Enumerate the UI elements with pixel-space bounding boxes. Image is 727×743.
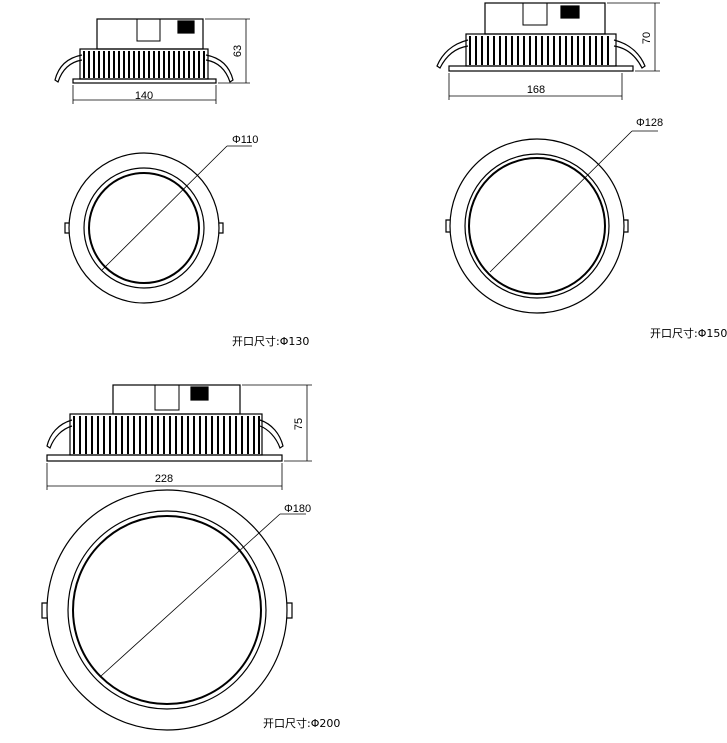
light-1-cutout-label: 开口尺寸:Φ130 bbox=[232, 334, 309, 348]
light-2-diameter-leader bbox=[489, 130, 633, 273]
light-2-driver-box bbox=[484, 2, 606, 35]
light-2-spring-clip-right bbox=[613, 39, 646, 69]
light-1-outer-ring bbox=[68, 152, 220, 304]
light-3-diameter-label: Φ180 bbox=[284, 503, 311, 515]
light-3-spring-clip-left bbox=[46, 419, 73, 449]
light-1-height-label: 63 bbox=[232, 45, 244, 57]
light-2-spring-clip-left bbox=[436, 39, 469, 69]
light-3-side-view bbox=[46, 384, 312, 490]
light-1-spring-clip-left bbox=[54, 54, 83, 83]
light-3-diameter-leader bbox=[100, 513, 281, 677]
light-1-lens-outer bbox=[83, 167, 205, 289]
light-3-trim-ring bbox=[46, 454, 283, 462]
light-1-front-view bbox=[64, 145, 252, 304]
light-3-lens-outer bbox=[67, 510, 267, 710]
light-3-width-label: 228 bbox=[155, 473, 173, 485]
light-1-trim-ring bbox=[72, 78, 217, 84]
light-3-cutout-label: 开口尺寸:Φ200 bbox=[263, 716, 340, 730]
light-2-lens-inner bbox=[468, 157, 606, 295]
light-2-outer-ring bbox=[449, 138, 625, 314]
light-1-spring-clip-right bbox=[205, 54, 234, 83]
light-2-trim-ring bbox=[448, 65, 634, 72]
light-1-side-view bbox=[54, 18, 250, 104]
light-1-diameter-label: Φ110 bbox=[232, 134, 258, 146]
light-3-outer-ring bbox=[46, 489, 288, 731]
light-3-spring-clip-right bbox=[259, 419, 284, 449]
light-2-width-label: 168 bbox=[527, 84, 545, 96]
light-3-height-label: 75 bbox=[293, 418, 305, 430]
light-2-height-label: 70 bbox=[641, 32, 653, 44]
light-2-diameter-label: Φ128 bbox=[636, 117, 663, 129]
light-2-front-view bbox=[445, 130, 658, 314]
light-2-cutout-label: 开口尺寸:Φ150 bbox=[650, 326, 727, 340]
light-1-lens-inner bbox=[88, 172, 200, 284]
light-3-front-view bbox=[41, 489, 306, 731]
light-2-clip-tab-right bbox=[624, 219, 629, 233]
light-3-lens-inner bbox=[72, 515, 262, 705]
light-1-clip-tab-left bbox=[64, 222, 69, 234]
light-3-clip-tab-left bbox=[41, 602, 47, 619]
light-1-width-label: 140 bbox=[135, 90, 153, 102]
light-2-lens-outer bbox=[464, 153, 610, 299]
light-1-clip-tab-right bbox=[219, 222, 224, 234]
light-3-clip-tab-right bbox=[287, 602, 293, 619]
light-2-side-view bbox=[436, 2, 660, 100]
light-2-clip-tab-left bbox=[445, 219, 450, 233]
light-1-diameter-leader bbox=[101, 145, 228, 271]
